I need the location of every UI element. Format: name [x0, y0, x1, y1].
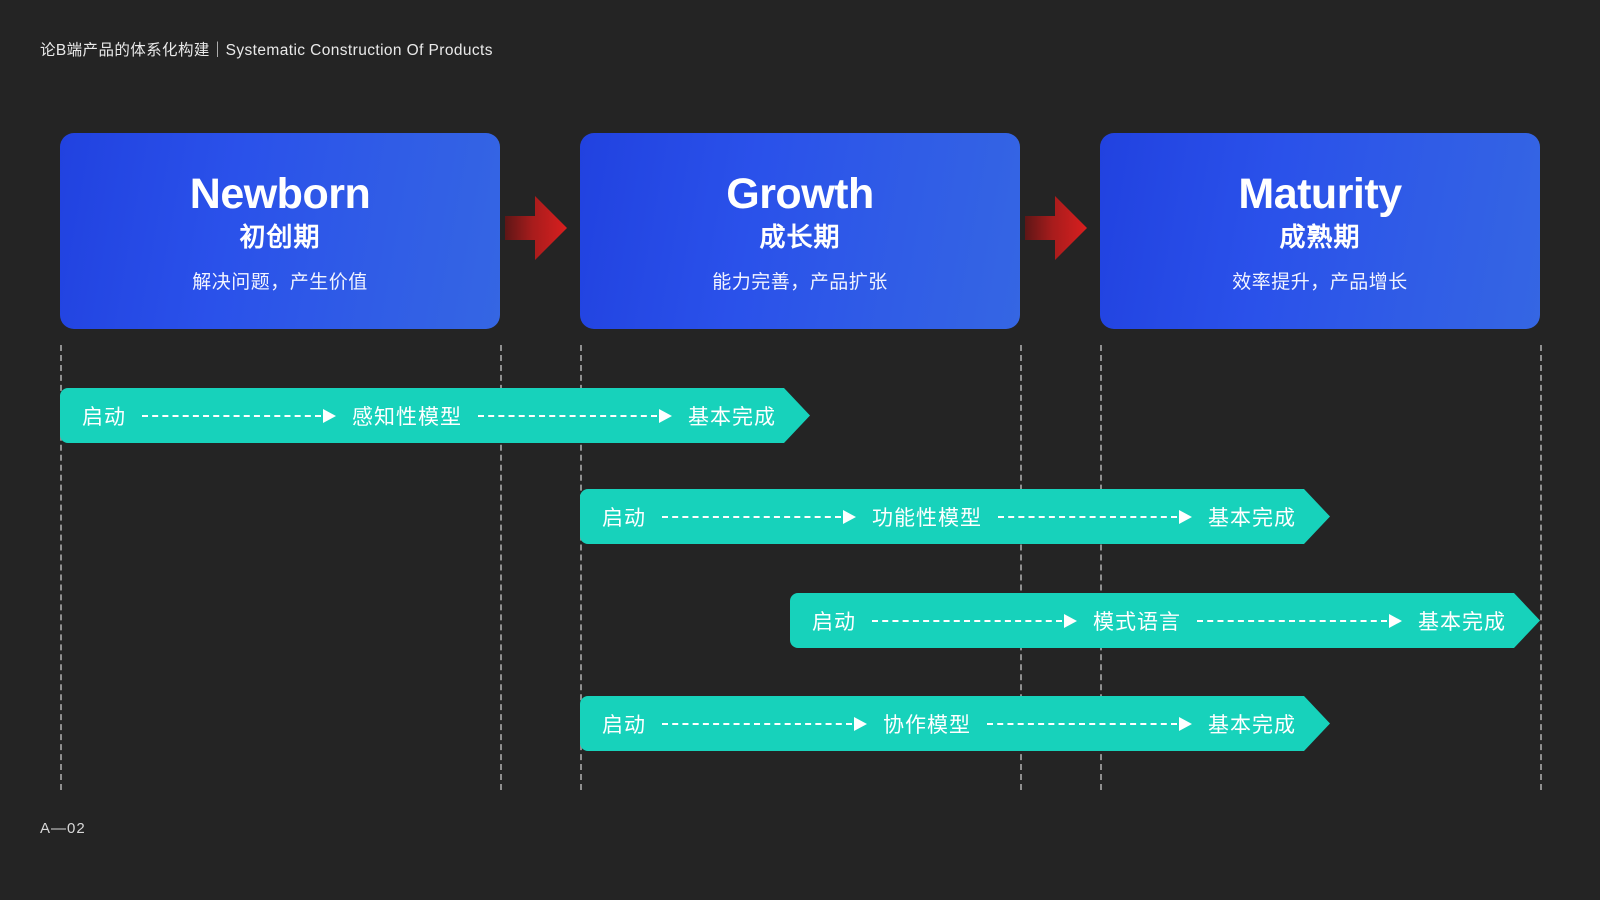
dashed-arrow-icon: [872, 613, 1077, 628]
slide-page-number: A—02: [40, 820, 86, 837]
dashed-arrow-icon: [662, 509, 856, 524]
milestone-start-label: 启动: [82, 405, 126, 429]
dashed-arrow-icon: [987, 716, 1192, 731]
phase-description: 效率提升，产品增长: [1232, 272, 1408, 294]
milestone-middle-label: 模式语言: [1093, 610, 1181, 634]
milestone-start-label: 启动: [602, 506, 646, 530]
phase-title-en: Maturity: [1238, 169, 1402, 218]
phase-title-cn: 成长期: [759, 222, 841, 253]
milestone-bar-pattern-language[interactable]: 启动 模式语言 基本完成: [790, 593, 1540, 648]
milestone-start-label: 启动: [602, 713, 646, 737]
phase-card-maturity[interactable]: Maturity 成熟期 效率提升，产品增长: [1100, 133, 1540, 329]
guide-line-4: [1020, 345, 1022, 790]
guide-line-5: [1100, 345, 1102, 790]
milestone-start-label: 启动: [812, 610, 856, 634]
phase-title-en: Growth: [726, 169, 874, 218]
dashed-arrow-icon: [142, 408, 336, 423]
dashed-arrow-icon: [478, 408, 672, 423]
phase-card-newborn[interactable]: Newborn 初创期 解决问题，产生价值: [60, 133, 500, 329]
dashed-arrow-icon: [998, 509, 1192, 524]
phase-description: 解决问题，产生价值: [192, 272, 368, 294]
milestone-end-label: 基本完成: [1208, 713, 1296, 737]
phase-title-en: Newborn: [189, 169, 371, 218]
red-arrow-right-icon: [505, 196, 567, 260]
milestone-end-label: 基本完成: [1208, 506, 1296, 530]
phase-title-cn: 初创期: [239, 222, 321, 253]
milestone-middle-label: 感知性模型: [352, 405, 462, 429]
guide-line-2: [500, 345, 502, 790]
milestone-middle-label: 协作模型: [883, 713, 971, 737]
guide-line-3: [580, 345, 582, 790]
dashed-arrow-icon: [1197, 613, 1402, 628]
phase-title-cn: 成熟期: [1279, 222, 1361, 253]
dashed-arrow-icon: [662, 716, 867, 731]
guide-line-1: [60, 345, 62, 790]
milestone-bar-collaboration-model[interactable]: 启动 协作模型 基本完成: [580, 696, 1330, 751]
milestone-middle-label: 功能性模型: [872, 506, 982, 530]
milestone-end-label: 基本完成: [1418, 610, 1506, 634]
phase-card-growth[interactable]: Growth 成长期 能力完善，产品扩张: [580, 133, 1020, 329]
guide-line-6: [1540, 345, 1542, 790]
milestone-bar-functional-model[interactable]: 启动 功能性模型 基本完成: [580, 489, 1330, 544]
slide-title: 论B端产品的体系化构建｜Systematic Construction Of P…: [40, 42, 493, 59]
red-arrow-right-icon: [1025, 196, 1087, 260]
phase-description: 能力完善，产品扩张: [712, 272, 888, 294]
milestone-bar-perceptual-model[interactable]: 启动 感知性模型 基本完成: [60, 388, 810, 443]
milestone-end-label: 基本完成: [688, 405, 776, 429]
